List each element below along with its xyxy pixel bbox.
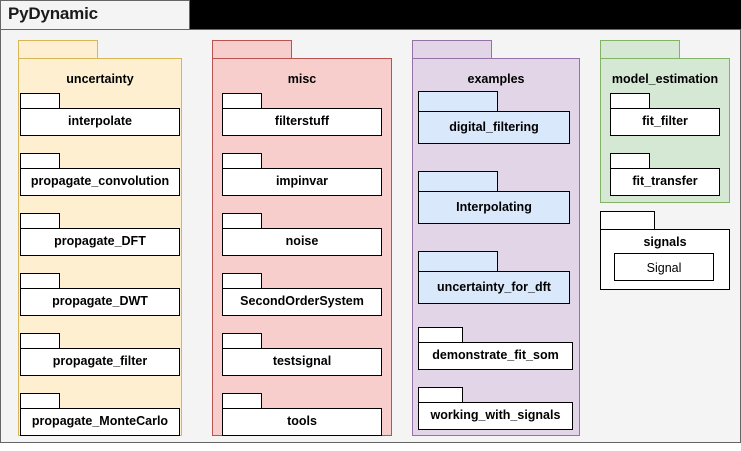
package-propagate_montecarlo[interactable]: propagate_MonteCarlo <box>20 393 180 436</box>
package-fit_transfer-label: fit_transfer <box>632 174 698 188</box>
package-filterstuff[interactable]: filterstuff <box>222 93 382 136</box>
package-uncertainty-tab <box>18 40 98 59</box>
package-propagate_dft-label: propagate_DFT <box>54 234 146 248</box>
class-signal[interactable]: Signal <box>614 253 714 281</box>
package-testsignal-tab <box>222 333 262 349</box>
package-propagate_montecarlo-body <box>20 408 180 436</box>
package-filterstuff-tab <box>222 93 262 109</box>
package-impinvar-body <box>222 168 382 196</box>
package-model_estimation-label: model_estimation <box>611 72 719 86</box>
package-interpolate-label: interpolate <box>68 114 132 128</box>
package-filterstuff-body <box>222 108 382 136</box>
package-secondordersystem-tab <box>222 273 262 289</box>
package-fit_filter-tab <box>610 93 650 109</box>
package-examples-tab <box>412 40 492 59</box>
package-propagate_montecarlo-label: propagate_MonteCarlo <box>31 414 169 428</box>
package-interpolating-body <box>418 191 570 224</box>
package-propagate_dwt-body <box>20 288 180 316</box>
package-fit_filter-label: fit_filter <box>642 114 688 128</box>
package-model_estimation[interactable]: model_estimation fit_filter fit_transfer <box>600 40 730 203</box>
package-tools-label: tools <box>287 414 317 428</box>
package-propagate_filter-tab <box>20 333 60 349</box>
package-propagate_dft[interactable]: propagate_DFT <box>20 213 180 256</box>
package-propagate_dwt-label: propagate_DWT <box>52 294 148 308</box>
package-filterstuff-label: filterstuff <box>274 114 330 128</box>
package-propagate_dwt[interactable]: propagate_DWT <box>20 273 180 316</box>
package-impinvar[interactable]: impinvar <box>222 153 382 196</box>
package-fit_transfer-body <box>610 168 720 196</box>
package-working_with_signals-body <box>418 402 573 430</box>
package-propagate_convolution[interactable]: propagate_convolution <box>20 153 180 196</box>
package-interpolating-label: Interpolating <box>456 200 532 214</box>
package-noise-label: noise <box>285 234 319 248</box>
package-propagate_dwt-tab <box>20 273 60 289</box>
package-demonstrate_fit_som-label: demonstrate_fit_som <box>432 348 559 362</box>
package-secondordersystem-body <box>222 288 382 316</box>
package-noise-body <box>222 228 382 256</box>
package-impinvar-tab <box>222 153 262 169</box>
package-propagate_dft-body <box>20 228 180 256</box>
package-secondordersystem[interactable]: SecondOrderSystem <box>222 273 382 316</box>
package-noise-tab <box>222 213 262 229</box>
package-propagate_filter-body <box>20 348 180 376</box>
package-interpolate[interactable]: interpolate <box>20 93 180 136</box>
package-misc-label: misc <box>287 72 317 86</box>
package-digital_filtering-tab <box>418 91 498 112</box>
title-black-bar <box>190 0 741 30</box>
package-digital_filtering-label: digital_filtering <box>449 120 539 134</box>
package-fit_filter[interactable]: fit_filter <box>610 93 720 136</box>
package-uncertainty[interactable]: uncertainty interpolate propagate_convolut… <box>18 40 182 436</box>
package-propagate_filter-label: propagate_filter <box>52 354 148 368</box>
package-working_with_signals-tab <box>418 387 463 403</box>
package-demonstrate_fit_som[interactable]: demonstrate_fit_som <box>418 327 573 370</box>
package-uncertainty_for_dft[interactable]: uncertainty_for_dft <box>418 251 570 304</box>
package-tools-body <box>222 408 382 436</box>
package-digital_filtering-body <box>418 111 570 144</box>
package-noise[interactable]: noise <box>222 213 382 256</box>
package-misc-tab <box>212 40 292 59</box>
package-examples-label: examples <box>467 72 525 86</box>
package-demonstrate_fit_som-body <box>418 342 573 370</box>
root-package-title: PyDynamic <box>8 4 98 23</box>
package-impinvar-label: impinvar <box>275 174 329 188</box>
package-demonstrate_fit_som-tab <box>418 327 463 343</box>
package-testsignal[interactable]: testsignal <box>222 333 382 376</box>
package-signals-tab <box>600 211 655 230</box>
package-propagate_convolution-label: propagate_convolution <box>30 174 170 188</box>
package-interpolate-body <box>20 108 180 136</box>
package-interpolating-tab <box>418 171 498 192</box>
package-fit_transfer-tab <box>610 153 650 169</box>
package-uncertainty_for_dft-tab <box>418 251 498 272</box>
package-model_estimation-tab <box>600 40 680 59</box>
package-propagate_montecarlo-tab <box>20 393 60 409</box>
package-interpolating[interactable]: Interpolating <box>418 171 570 224</box>
package-secondordersystem-label: SecondOrderSystem <box>240 294 364 308</box>
package-fit_transfer[interactable]: fit_transfer <box>610 153 720 196</box>
package-propagate_convolution-body <box>20 168 180 196</box>
package-digital_filtering[interactable]: digital_filtering <box>418 91 570 144</box>
package-testsignal-body <box>222 348 382 376</box>
package-tools[interactable]: tools <box>222 393 382 436</box>
package-uncertainty_for_dft-body <box>418 271 570 304</box>
package-propagate_dft-tab <box>20 213 60 229</box>
package-testsignal-label: testsignal <box>272 354 332 368</box>
package-uncertainty-label: uncertainty <box>66 72 134 86</box>
package-working_with_signals[interactable]: working_with_signals <box>418 387 573 430</box>
package-working_with_signals-label: working_with_signals <box>430 408 561 422</box>
package-interpolate-tab <box>20 93 60 109</box>
package-tools-tab <box>222 393 262 409</box>
package-signals-label: signals <box>643 235 687 249</box>
package-propagate_convolution-tab <box>20 153 60 169</box>
package-fit_filter-body <box>610 108 720 136</box>
package-propagate_filter[interactable]: propagate_filter <box>20 333 180 376</box>
package-uncertainty_for_dft-label: uncertainty_for_dft <box>437 280 551 294</box>
